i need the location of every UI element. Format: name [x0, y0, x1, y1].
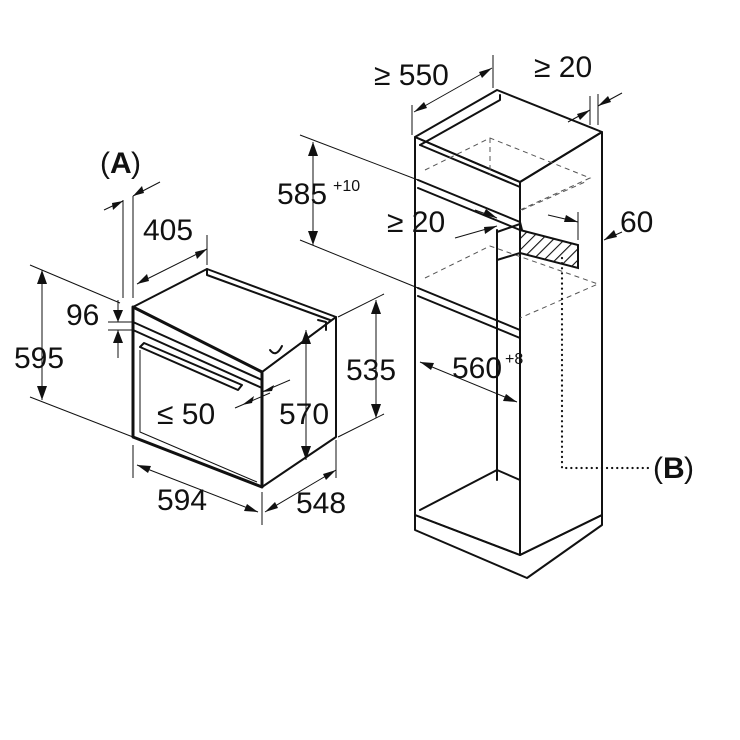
oven-top-back-edge	[206, 268, 331, 321]
dim-594-arrow-b	[244, 504, 258, 512]
dim-595-ext-top	[29, 264, 121, 304]
cabinet-top-face	[414, 89, 603, 183]
leader-b	[560, 256, 652, 470]
cabinet-mid-shelf-2	[417, 295, 521, 339]
cabinet-dashed-lower	[424, 245, 600, 319]
oven-side-face	[261, 316, 337, 488]
dim-550-arrow-b	[479, 68, 492, 78]
dim-20-arrow-left	[577, 110, 590, 120]
dim-a-arrow-2	[133, 186, 144, 196]
dim-594-line	[136, 464, 259, 513]
oven-control-panel-line	[132, 329, 263, 389]
dim-405-line	[136, 248, 208, 285]
dim-60-arrow-left	[564, 215, 578, 222]
dim-96-arrow	[113, 330, 123, 343]
dim-595-ext-bottom	[29, 396, 134, 438]
cabinet-dashed-lower-2	[521, 181, 586, 211]
dim-vent20-arrow-2	[483, 209, 497, 218]
dim-405-text: 405	[143, 214, 193, 247]
dim-548-text: 548	[296, 487, 346, 520]
dim-50-arrow	[242, 396, 254, 405]
dim-594-arrow-a	[137, 465, 151, 473]
cabinet-upper-shelf-2	[417, 187, 521, 231]
dim-560-tolerance: +8	[505, 351, 523, 368]
dim-vent20-text: ≥ 20	[387, 206, 445, 239]
label-b-letter: B	[663, 452, 685, 485]
cabinet-drawing	[414, 89, 603, 579]
dim-585-arrow-top	[308, 142, 318, 156]
dim-585-arrow-bottom	[308, 231, 318, 245]
dim-585-tolerance: +10	[333, 178, 360, 195]
dim-570-arrow-bottom	[301, 446, 311, 460]
dim-96-text: 96	[66, 299, 99, 332]
labels: ( A ) 405 96 595 ≤ 50 570 535 594 548 ≥ …	[14, 51, 694, 520]
dim-535-text: 535	[346, 354, 396, 387]
dim-50-text: ≤ 50	[157, 398, 215, 431]
dim-585-ext-top	[299, 134, 419, 181]
dim-595-arrow-top	[37, 270, 47, 284]
cabinet-mid-shelf	[417, 287, 521, 331]
cabinet-back-inner	[419, 94, 501, 146]
label-b-open: (	[653, 452, 663, 485]
dim-595-text: 595	[14, 342, 64, 375]
dim-60-text: 60	[620, 206, 653, 239]
dim-595-arrow-bottom	[37, 386, 47, 400]
dim-548-line	[264, 469, 337, 513]
dim-585-text: 585	[277, 178, 327, 211]
cabinet-plinth	[414, 514, 603, 579]
cabinet-dashed-top	[424, 137, 592, 211]
vent-inner-edge	[496, 223, 521, 261]
dim-570-text: 570	[279, 398, 329, 431]
dim-535-arrow-top	[371, 300, 381, 314]
dim-560-line	[419, 361, 518, 403]
dim-20-arrow-right	[598, 96, 611, 106]
dim-594-text: 594	[157, 484, 207, 517]
cabinet-opening-front	[419, 144, 521, 188]
dim-60-arrow-right	[604, 230, 617, 240]
dim-96-arrow-top	[113, 310, 123, 322]
label-a-letter: A	[110, 147, 132, 180]
oven-handle	[139, 342, 243, 391]
dim-405-arrow-b	[195, 249, 207, 259]
cabinet-dimensions	[299, 55, 652, 470]
dim-50-arrow-2	[262, 385, 274, 392]
dim-vent20-arrow	[484, 226, 497, 234]
dim-a-arrow	[112, 201, 123, 210]
dim-20-top-text: ≥ 20	[534, 51, 592, 84]
dim-535-ext-bottom	[337, 413, 385, 438]
oven-side-clip	[269, 345, 283, 355]
dim-550-arrow-a	[414, 102, 427, 112]
dim-560-text: 560	[452, 352, 502, 385]
dim-548-arrow-a	[265, 502, 278, 512]
vent-opening	[519, 228, 579, 270]
label-b-close: )	[684, 452, 694, 485]
dim-535-ext-top	[337, 293, 385, 318]
dim-550-line	[413, 67, 493, 113]
oven-dimensions	[29, 181, 385, 525]
oven-drawing	[131, 268, 337, 489]
dim-550-text: ≥ 550	[374, 59, 449, 92]
oven-front-face	[131, 305, 264, 489]
oven-rear-clip	[317, 319, 327, 331]
oven-door-edge	[139, 350, 258, 483]
cabinet-upper-shelf	[417, 179, 523, 231]
cabinet-lower-floor	[419, 469, 521, 511]
dim-535-arrow-bottom	[371, 404, 381, 418]
oven-control-panel-line-2	[132, 321, 263, 381]
label-a-close: )	[131, 147, 141, 180]
cabinet-right-panel	[519, 131, 603, 556]
dim-560-arrow-a	[420, 362, 434, 370]
label-a-open: (	[100, 147, 110, 180]
dim-570-arrow-top	[301, 330, 311, 344]
dim-560-arrow-b	[503, 394, 517, 402]
dim-585-ext-bottom	[299, 239, 419, 289]
dim-405-arrow-a	[137, 274, 149, 284]
dim-548-arrow-b	[323, 470, 336, 480]
